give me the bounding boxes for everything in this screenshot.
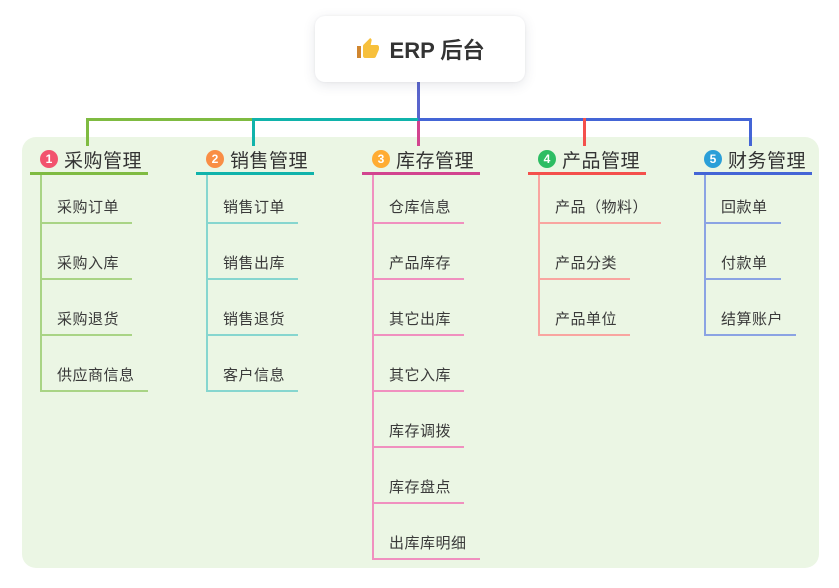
child-node[interactable]: 客户信息 [208, 336, 299, 392]
bus-line-mid [253, 118, 418, 121]
child-node[interactable]: 库存调拨 [374, 392, 480, 448]
drop-line-sales [252, 118, 255, 146]
branch-inventory: 3 库存管理 仓库信息 产品库存 其它出库 其它入库 库存调拨 库存盘点 出库库… [362, 146, 480, 560]
branch-product: 4 产品管理 产品（物料） 产品分类 产品单位 [528, 146, 662, 336]
branch-index-badge: 5 [704, 150, 722, 168]
child-node[interactable]: 产品库存 [374, 224, 480, 280]
branch-purchase: 1 采购管理 采购订单 采购入库 采购退货 供应商信息 [30, 146, 148, 392]
branch-children: 产品（物料） 产品分类 产品单位 [538, 175, 662, 336]
root-stem-line [417, 82, 420, 119]
branch-title-row[interactable]: 3 库存管理 [362, 146, 480, 175]
root-title: ERP 后台 [389, 38, 485, 63]
branch-children: 销售订单 销售出库 销售退货 客户信息 [206, 175, 299, 392]
child-node[interactable]: 销售订单 [208, 175, 299, 224]
child-node[interactable]: 库存盘点 [374, 448, 480, 504]
drop-line-product [583, 118, 586, 146]
child-node[interactable]: 其它出库 [374, 280, 480, 336]
branch-index-badge: 3 [372, 150, 390, 168]
drop-line-inventory [417, 121, 420, 146]
branch-children: 回款单 付款单 结算账户 [704, 175, 797, 336]
child-node[interactable]: 产品单位 [540, 280, 661, 336]
branch-children: 仓库信息 产品库存 其它出库 其它入库 库存调拨 库存盘点 出库库明细 [372, 175, 480, 560]
branch-finance: 5 财务管理 回款单 付款单 结算账户 [694, 146, 812, 336]
child-node[interactable]: 采购退货 [42, 280, 148, 336]
bus-line-left [86, 118, 253, 121]
branch-sales: 2 销售管理 销售订单 销售出库 销售退货 客户信息 [196, 146, 314, 392]
thumbs-up-icon [356, 37, 380, 61]
child-node[interactable]: 其它入库 [374, 336, 480, 392]
child-node[interactable]: 付款单 [706, 224, 796, 280]
background-panel [22, 137, 819, 568]
branch-title: 销售管理 [230, 150, 309, 172]
child-node[interactable]: 销售出库 [208, 224, 299, 280]
branch-title-row[interactable]: 5 财务管理 [694, 146, 812, 175]
branch-title-row[interactable]: 4 产品管理 [528, 146, 646, 175]
child-node[interactable]: 产品分类 [540, 224, 661, 280]
child-node[interactable]: 采购订单 [42, 175, 148, 224]
branch-index-badge: 4 [538, 150, 556, 168]
child-node[interactable]: 仓库信息 [374, 175, 480, 224]
branch-index-badge: 2 [206, 150, 224, 168]
branch-title: 财务管理 [728, 150, 807, 172]
branch-title: 采购管理 [64, 150, 143, 172]
child-node[interactable]: 供应商信息 [42, 336, 148, 392]
drop-line-finance [749, 118, 752, 146]
branch-children: 采购订单 采购入库 采购退货 供应商信息 [40, 175, 148, 392]
branch-title-row[interactable]: 2 销售管理 [196, 146, 314, 175]
branch-title-row[interactable]: 1 采购管理 [30, 146, 148, 175]
child-node[interactable]: 产品（物料） [540, 175, 662, 224]
child-node[interactable]: 回款单 [706, 175, 796, 224]
branch-index-badge: 1 [40, 150, 58, 168]
branch-title: 产品管理 [562, 150, 641, 172]
child-node[interactable]: 出库库明细 [374, 504, 480, 560]
child-node[interactable]: 销售退货 [208, 280, 299, 336]
child-node[interactable]: 结算账户 [706, 280, 797, 336]
drop-line-purchase [86, 118, 89, 146]
branch-title: 库存管理 [396, 150, 475, 172]
child-node[interactable]: 采购入库 [42, 224, 148, 280]
root-node[interactable]: ERP 后台 [315, 16, 525, 82]
